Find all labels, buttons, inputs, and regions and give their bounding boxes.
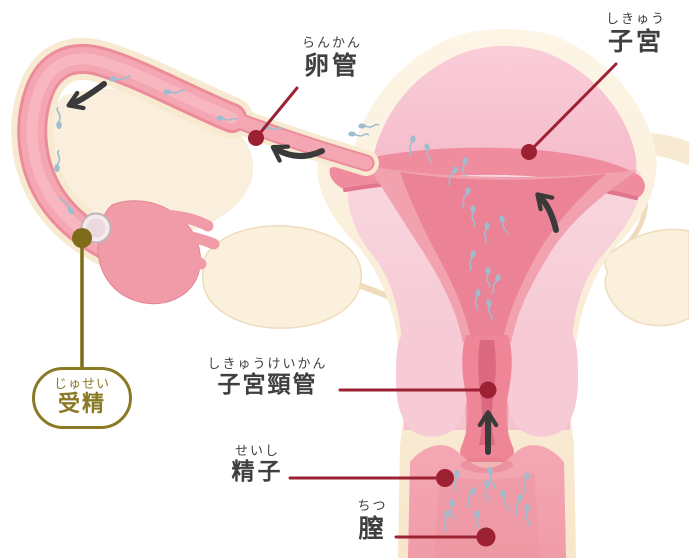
left-tube xyxy=(11,37,379,279)
pointer-line-uterus xyxy=(527,62,618,154)
label-ovarian-tube-furigana: らんかん xyxy=(301,36,362,51)
label-vagina-text: 膣 xyxy=(358,513,387,543)
label-cervical-canal-text: 子宮頸管 xyxy=(217,371,318,398)
label-vagina-furigana: ちつ xyxy=(357,499,388,514)
uterine-cavity-inner-shape xyxy=(400,172,606,425)
uterus-fundus-shape xyxy=(372,46,637,182)
label-ovarian-tube-text: 卵管 xyxy=(303,50,360,80)
label-sperm: せいし 精子 xyxy=(205,444,310,485)
label-vagina: ちつ 膣 xyxy=(320,499,425,542)
cervix-shadow xyxy=(461,457,513,473)
pointer-dot-fertilization xyxy=(72,228,92,248)
cervix-lobe-left xyxy=(396,324,469,437)
label-uterus-text: 子宮 xyxy=(607,26,664,56)
label-sperm-text: 精子 xyxy=(231,458,284,485)
label-ovarian-tube: らんかん 卵管 xyxy=(277,36,387,79)
right-ovary-shape xyxy=(604,228,689,327)
pointer-line-ovarian-tube xyxy=(254,86,299,140)
label-cervical-canal-furigana: しきゅうけいかん xyxy=(207,357,328,372)
pointer-dot-sperm xyxy=(436,469,454,487)
pointer-dot-uterus xyxy=(521,144,537,160)
fimbriae-shape xyxy=(97,200,220,305)
label-fertilization-text: 受精 xyxy=(57,392,106,418)
pointer-dot-cervical-canal xyxy=(479,381,497,399)
label-uterus: しきゅう 子宮 xyxy=(581,12,689,55)
label-fertilization-furigana: じゅせい xyxy=(53,377,110,393)
pointer-dots xyxy=(248,130,537,547)
label-sperm-furigana: せいし xyxy=(234,444,280,459)
pointer-lines xyxy=(254,62,618,539)
pointer-dot-ovarian-tube xyxy=(248,130,264,146)
label-cervical-canal: しきゅうけいかん 子宮頸管 xyxy=(175,357,360,398)
label-fertilization: じゅせい 受精 xyxy=(32,367,132,429)
cervix-lobe-right xyxy=(505,324,578,437)
flow-arrows xyxy=(66,81,559,455)
arrow-uterus-up-icon xyxy=(535,192,559,233)
arrow-tube-left-icon xyxy=(66,81,107,111)
pointer-dot-vagina xyxy=(476,527,496,547)
label-uterus-furigana: しきゅう xyxy=(605,12,666,27)
fertilization-pointer xyxy=(72,228,92,369)
uterus-band-shape xyxy=(329,147,645,199)
left-ovary-shape xyxy=(201,225,362,329)
arrow-isthmus-left-icon xyxy=(270,144,325,163)
